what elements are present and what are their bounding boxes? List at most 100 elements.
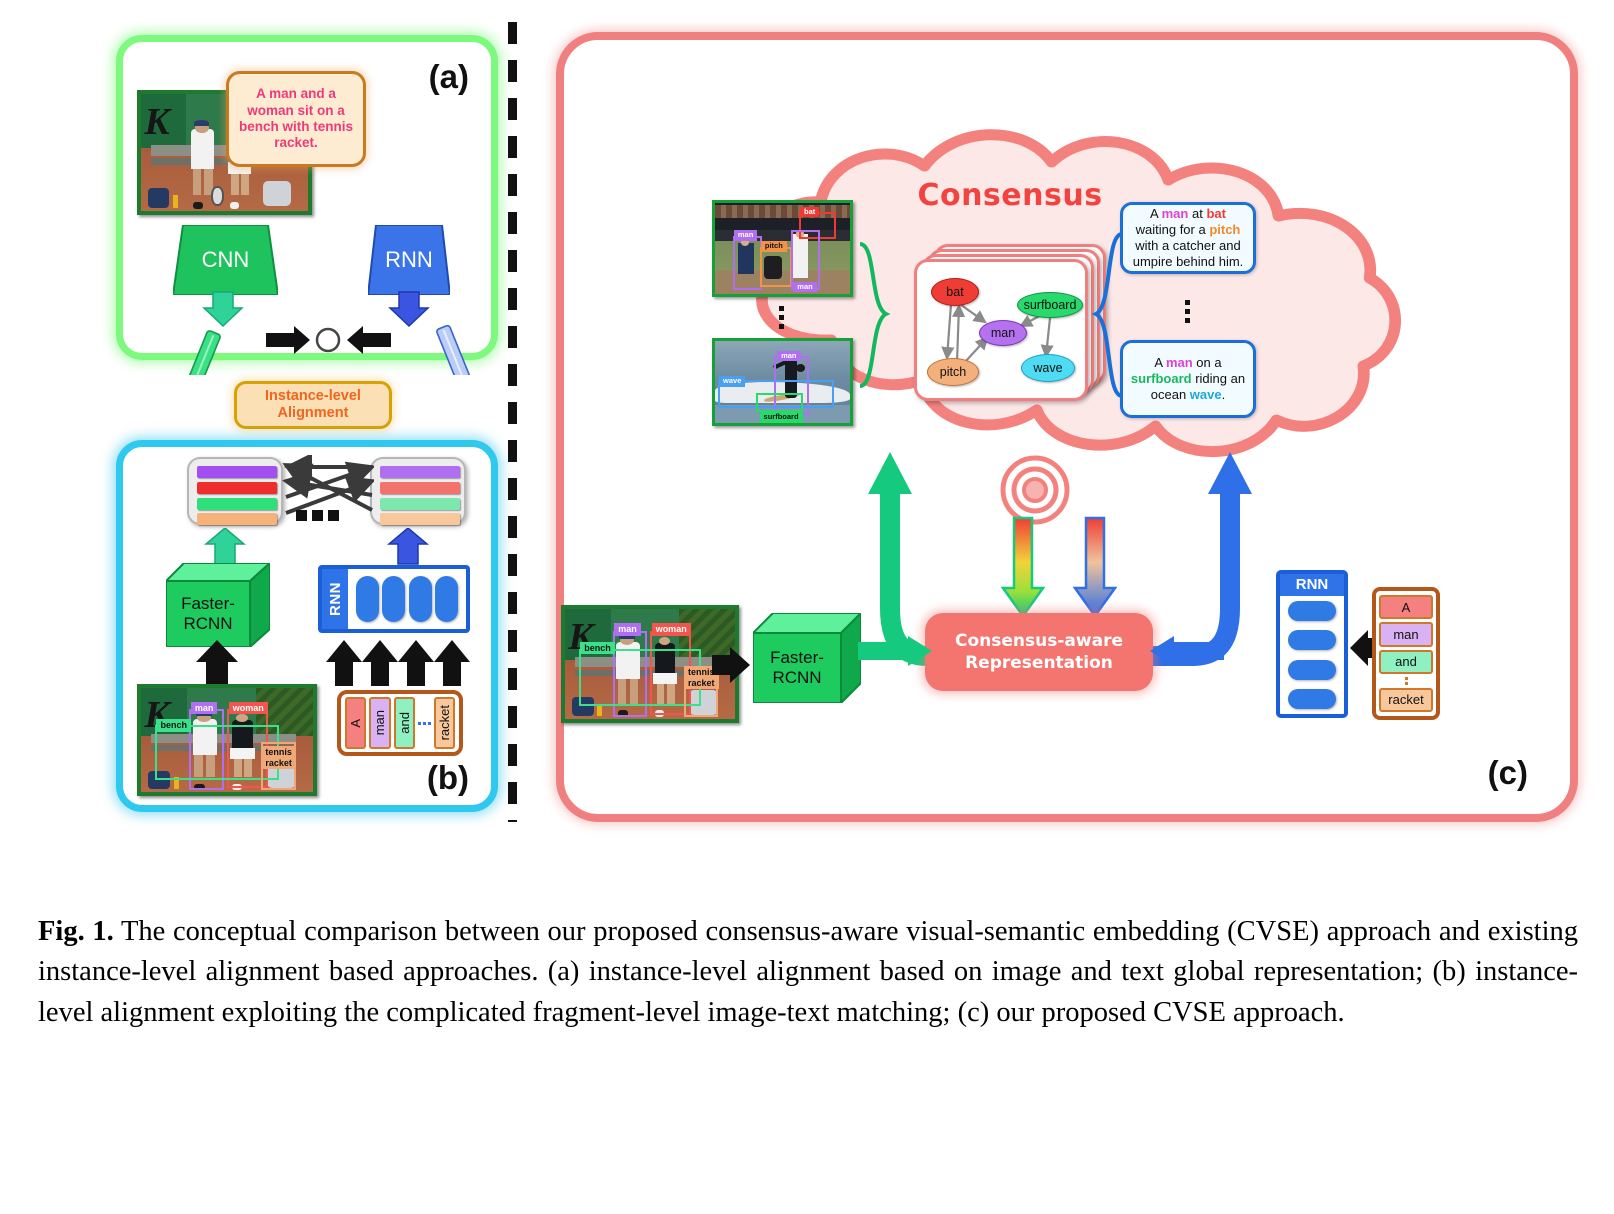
encoder-to-representation-arrow [858,636,932,666]
cloud-image-ellipsis [779,306,784,329]
photo-bottle [597,703,603,716]
caption-card-text-1: A man at bat waiting for a pitch with a … [1132,205,1244,270]
image-group-brace [859,242,891,388]
faster-rcnn-cube-c: Faster- RCNN [750,610,864,706]
consensus-title: Consensus [917,178,1103,213]
graph-node-label: bat [946,285,964,299]
panel-a-flow [184,291,473,375]
photo-man-body [192,719,217,755]
text-encoder-to-representation-arrow [1150,636,1224,666]
photo-racket [211,186,225,207]
word-chip-label: and [396,712,412,734]
caption-group-brace [1092,232,1123,398]
photo-shoe [192,201,203,209]
bb-umpire [737,243,755,274]
bbox-label-surf-man: man [777,350,801,362]
panel-b-tag: (b) [426,759,469,796]
text-fragment-group [370,457,466,525]
photo-bench [151,145,292,156]
sf-surfer [785,359,798,399]
fragment-matching-links [282,455,374,515]
photo-woman-leg2 [241,172,249,195]
rnn-cell [408,576,432,622]
photo-man-body [191,129,215,169]
thought-bubble-circles [1000,455,1070,525]
panel-a-caption-text: A man and a woman sit on a bench with te… [238,86,353,151]
word-chip-label: man [372,710,388,736]
rnn-cell [1288,688,1336,709]
bb-batter [793,233,809,278]
photo-bag2 [262,180,292,207]
image-fragment-group [187,457,283,525]
graph-node-label: wave [1033,361,1063,375]
rnn-label-a: RNN [385,247,433,272]
svg-text:Faster-: Faster- [770,648,824,667]
photo-bench-seat [151,745,296,752]
word-chip: man [1379,622,1433,647]
bbox-bench [154,725,279,780]
word-chip: racket [1379,687,1433,712]
photo-hedge [256,688,313,740]
consensus-caption-card-1: A man at bat waiting for a pitch with a … [1120,202,1256,274]
photo-man-leg2 [206,752,215,778]
cnn-label: CNN [201,247,250,272]
photo-woman-leg2 [667,682,675,704]
sf-head [796,363,806,373]
rnn-cells-b [348,569,466,629]
bbox-label-woman: woman [228,701,268,714]
rnn-cells-c [1280,596,1344,714]
figure-area: (a) K A man and a woman sit on a bench w… [116,22,1578,822]
bb-umpire-head [741,238,750,246]
bbox-label-bench: bench [156,719,191,732]
rnn-cell [1288,630,1336,651]
fragment-bar [197,482,277,494]
photo-woman-leg [656,682,665,704]
rnn-cell [382,576,406,622]
consensus-caption-card-2: A man on a surfboard riding an ocean wav… [1120,340,1256,418]
photo-man-body [616,642,640,680]
photo-bottle [172,194,178,208]
word-chip: A [345,697,367,749]
word-chip-label: racket [1388,692,1424,708]
figure-caption-label: Fig. 1. [38,916,114,947]
word-chip-label: racket [436,705,452,741]
photo-woman-head [658,636,671,646]
graph-node-wave: wave [1021,354,1075,382]
fragment-bar [197,498,277,510]
photo-woman-head [235,714,248,723]
photo-bag2 [266,764,296,788]
svg-text:RCNN: RCNN [772,668,821,687]
photo-shoe [617,710,628,717]
word-chip: and [393,697,415,749]
photo-bench-seat [151,158,292,166]
photo-man-leg2 [629,677,639,704]
photo-man-head [620,635,634,646]
word-chip-label: man [1393,626,1419,642]
rnn-box-b: RNN [318,565,470,633]
consensus-graph-card: bat surfboard man pitch wave [914,259,1088,401]
word-chip-label: A [348,718,364,728]
rnn-box-c: RNN [1276,570,1348,718]
photo-man-leg [617,677,627,704]
photo-man-head [195,122,209,133]
svg-text:Faster-: Faster- [181,594,235,613]
photo-man-cap [619,633,635,639]
photo-man-cap [194,119,210,126]
photo-woman-skirt [230,748,255,759]
graph-node-label: pitch [939,365,967,379]
photo-shoe2 [229,201,239,209]
rnn-encoder-a: RNN [368,225,450,295]
photo-bag2 [689,690,718,715]
photo-bench [151,733,296,744]
rnn-cell [435,576,459,622]
fragment-bar [380,482,460,494]
photo-man-leg [192,166,202,195]
graph-node-pitch: pitch [927,358,979,386]
bbox-label-surfboard: surfboard [759,412,803,423]
sf-foam [715,382,850,404]
photo-woman-leg [233,757,242,778]
